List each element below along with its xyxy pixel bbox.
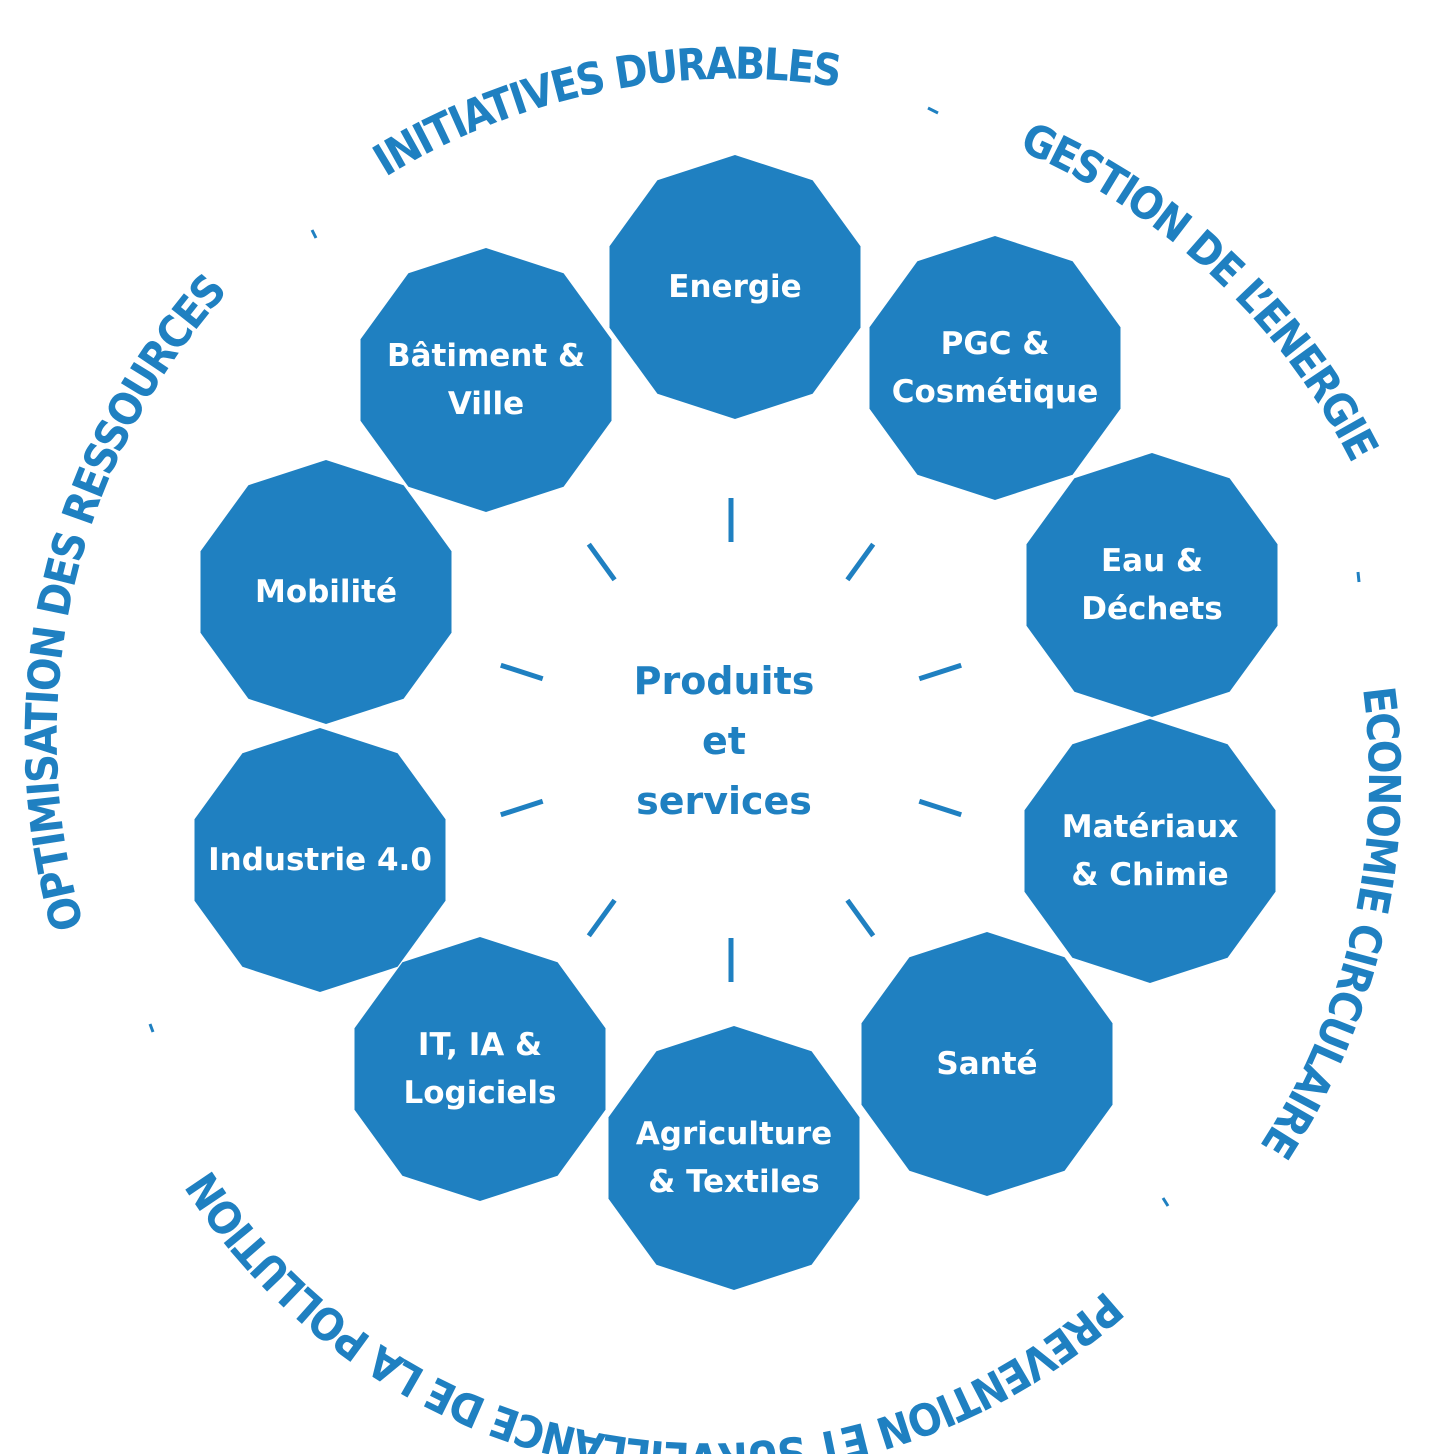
sector-label-line: IT, IA & xyxy=(418,1027,542,1063)
sector-sante: Santé xyxy=(861,932,1113,1196)
sector-label-line: & Textiles xyxy=(648,1164,819,1200)
sector-batiment-ville: Bâtiment & Ville xyxy=(360,248,612,512)
spoke-line xyxy=(586,542,617,582)
spoke-line xyxy=(500,798,544,818)
ring-separator xyxy=(1161,1197,1170,1207)
ring-theme-initiatives-durables: INITIATIVES DURABLES xyxy=(365,38,843,186)
sector-eau-dechets: Eau & Déchets xyxy=(1026,453,1278,717)
ring-separator xyxy=(310,229,318,239)
sector-energie: Energie xyxy=(609,155,861,419)
sector-label-line: PGC & xyxy=(941,326,1050,362)
sector-industrie-4-0: Industrie 4.0 xyxy=(194,728,446,992)
ring-separator xyxy=(927,106,939,115)
spoke-line xyxy=(845,542,876,582)
sector-label-line: Cosmétique xyxy=(892,374,1099,410)
sector-decagon xyxy=(861,932,1113,1196)
center-line-1: Produits xyxy=(634,659,815,703)
sector-label-line: Déchets xyxy=(1081,591,1223,627)
sector-label-line: Eau & xyxy=(1101,543,1203,579)
ring-separator xyxy=(1356,571,1361,583)
sector-decagon xyxy=(1024,719,1276,983)
spoke-line xyxy=(918,662,962,682)
sector-label-line: Ville xyxy=(448,386,524,422)
connector-spokes xyxy=(500,498,962,982)
sector-pgc-cosmetique: PGC & Cosmétique xyxy=(869,236,1121,500)
sector-decagon xyxy=(194,728,446,992)
sector-label-line: Agriculture xyxy=(636,1116,832,1152)
sector-decagon xyxy=(360,248,612,512)
sector-decagon xyxy=(200,460,452,724)
sector-label-line: Santé xyxy=(936,1046,1037,1082)
sector-label-line: & Chimie xyxy=(1071,857,1228,893)
sector-decagon xyxy=(1026,453,1278,717)
sector-it-ia-logiciels: IT, IA & Logiciels xyxy=(354,937,606,1201)
sector-decagon xyxy=(354,937,606,1201)
spoke-line xyxy=(500,662,544,682)
sector-label-line: Energie xyxy=(668,269,801,305)
sector-materiaux-chimie: Matériaux & Chimie xyxy=(1024,719,1276,983)
sector-label-line: Logiciels xyxy=(404,1075,557,1111)
ring-separator xyxy=(148,1023,155,1033)
sector-decagon xyxy=(609,155,861,419)
sector-mobilite: Mobilité xyxy=(200,460,452,724)
spoke-line xyxy=(845,898,876,938)
sector-label-line: Bâtiment & xyxy=(387,338,585,374)
sector-decagon xyxy=(869,236,1121,500)
sector-label-line: Industrie 4.0 xyxy=(208,842,432,878)
center-line-3: services xyxy=(636,779,812,823)
ring-theme-economie-circulaire: ECONOMIE CIRCULAIRE xyxy=(1251,684,1409,1166)
spoke-line xyxy=(586,898,617,938)
center-label: Produits et services xyxy=(634,659,815,823)
sector-agriculture-textiles: Agriculture & Textiles xyxy=(608,1026,860,1290)
sector-label-line: Matériaux xyxy=(1062,809,1239,845)
sector-decagon xyxy=(608,1026,860,1290)
center-line-2: et xyxy=(702,719,746,763)
sector-label-line: Mobilité xyxy=(255,574,397,610)
spoke-line xyxy=(918,798,962,818)
